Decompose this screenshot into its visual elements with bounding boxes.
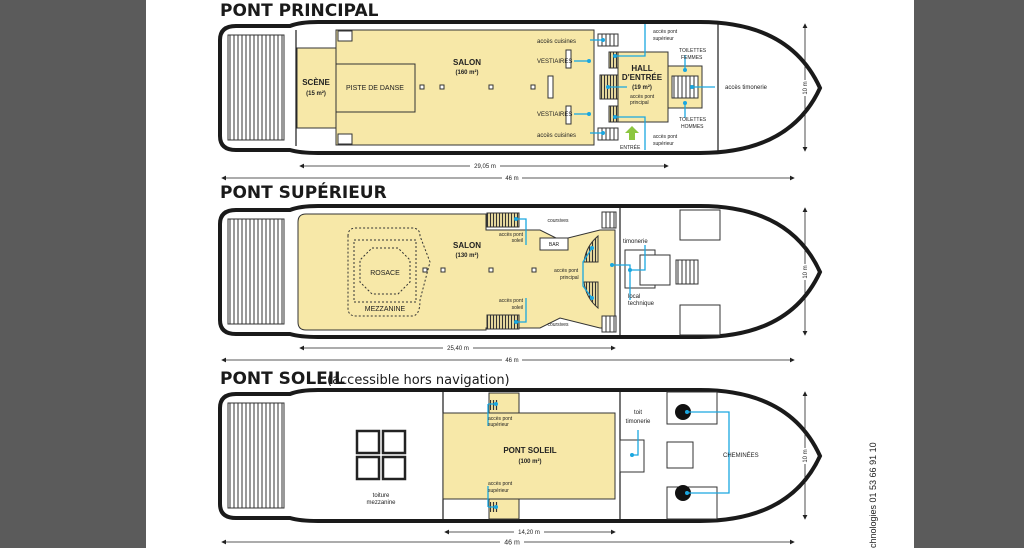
label-acces-soleil-2: soleil — [512, 238, 523, 244]
deck-subtitle: (accessible hors navigation) — [327, 373, 510, 388]
sun-deck-area — [442, 412, 616, 500]
scene-area-label: (15 m²) — [306, 90, 326, 97]
label-acces-superieur: accès pont — [653, 29, 678, 35]
stern-grating — [227, 218, 285, 325]
label-acces-superieur: accès pont — [653, 134, 678, 140]
hall-label-2: D'ENTRÉE — [622, 73, 663, 82]
label-acces-principal: accès pont — [554, 268, 579, 274]
label-toiture-2: mezzanine — [366, 500, 396, 506]
label-acces-superieur: accès pont — [488, 416, 513, 422]
scene-area — [296, 47, 337, 129]
salon-area — [297, 213, 616, 331]
scene-label: SCÈNE — [302, 78, 330, 87]
sun-deck-label: PONT SOLEIL — [503, 446, 556, 455]
label-acces-cuisines: accès cuisines — [537, 133, 576, 139]
dance-floor — [335, 63, 416, 113]
label-timonerie: timonerie — [623, 239, 648, 245]
label-acces-principal-2: principal — [560, 275, 579, 281]
label-acces-superieur-2: supérieur — [653, 36, 674, 42]
window-icon — [355, 429, 407, 481]
hull-outline — [218, 204, 823, 339]
label-acces-superieur-2: supérieur — [488, 422, 509, 428]
deck-title: PONT SUPÉRIEUR — [220, 181, 387, 203]
label-toilettes-hommes: TOILETTES — [679, 117, 707, 123]
dimension-width: 10 m — [803, 81, 809, 94]
dimension-partial: 25,40 m — [447, 346, 469, 352]
salon-area-label: (130 m²) — [455, 252, 478, 259]
rosace-label: ROSACE — [370, 270, 400, 277]
label-toilettes-hommes-2: HOMMES — [681, 124, 704, 130]
chimney-icon — [675, 404, 691, 420]
label-vestiaires: VESTIAIRES — [537, 59, 572, 65]
dimension-width: 10 m — [803, 449, 809, 462]
chimney-icon — [675, 485, 691, 501]
label-cheminees: CHEMINÉES — [723, 452, 759, 459]
label-local-technique-2: technique — [628, 301, 655, 307]
label-acces-cuisines: accès cuisines — [537, 39, 576, 45]
salon-area-label: (160 m²) — [455, 69, 478, 76]
label-coursives: coursives — [547, 322, 569, 328]
dimension-partial: 14,20 m — [518, 530, 540, 536]
dimension-total: 46 m — [505, 358, 518, 364]
entrance-arrow-icon — [625, 126, 639, 140]
deck-pont-soleil: PONT SOLEIL (accessible hors navigation)… — [218, 369, 823, 547]
label-acces-soleil-2: soleil — [512, 305, 523, 311]
label-acces-superieur-2: supérieur — [488, 488, 509, 494]
label-local-technique: local — [628, 294, 640, 300]
deck-pont-superieur: PONT SUPÉRIEUR ROSACE MEZZANINE SALON (1… — [218, 181, 823, 364]
label-acces-principal-2: principal — [630, 100, 649, 106]
bar-counter — [539, 237, 569, 251]
mezzanine-label: MEZZANINE — [365, 306, 406, 313]
sun-deck-area-label: (100 m²) — [518, 458, 541, 465]
deck-title: PONT PRINCIPAL — [220, 1, 379, 21]
salon-label: SALON — [453, 241, 481, 250]
hall-area-label: (19 m²) — [632, 84, 652, 91]
stern-grating — [227, 34, 285, 141]
label-acces-principal: accès pont — [630, 94, 655, 100]
dimension-total: 46 m — [505, 176, 518, 182]
hall-label: HALL — [631, 64, 652, 73]
label-toit-timonerie-2: timonerie — [626, 419, 651, 425]
dance-floor-label: PISTE DE DANSE — [346, 85, 404, 92]
hull-outline — [218, 388, 823, 523]
label-toiture: toiture — [373, 493, 390, 499]
label-vestiaires: VESTIAIRES — [537, 112, 572, 118]
label-acces-superieur: accès pont — [488, 481, 513, 487]
label-acces-soleil: accès pont — [499, 298, 524, 304]
footer-vertical-text: chnologies 01 53 66 91 10 — [868, 442, 878, 548]
salon-label: SALON — [453, 58, 481, 67]
bar-label: BAR — [549, 242, 560, 248]
deck-pont-principal: PONT PRINCIPAL SCÈNE (15 m²) PISTE — [218, 1, 823, 182]
label-toilettes-femmes-2: FEMMES — [681, 55, 703, 61]
dimension-width: 10 m — [803, 265, 809, 278]
label-acces-superieur-2: supérieur — [653, 141, 674, 147]
label-toilettes-femmes: TOILETTES — [679, 48, 707, 54]
dimension-partial: 29,05 m — [474, 164, 496, 170]
label-toit-timonerie: toit — [634, 410, 642, 416]
hull-outline — [218, 20, 823, 155]
label-coursives: coursives — [547, 218, 569, 224]
label-acces-timonerie: accès timonerie — [725, 85, 768, 91]
dimension-total: 46 m — [504, 540, 520, 547]
stern-grating — [227, 402, 285, 509]
label-acces-soleil: accès pont — [499, 232, 524, 238]
label-entree: ENTRÉE — [620, 144, 641, 151]
deck-title: PONT SOLEIL — [220, 369, 345, 389]
